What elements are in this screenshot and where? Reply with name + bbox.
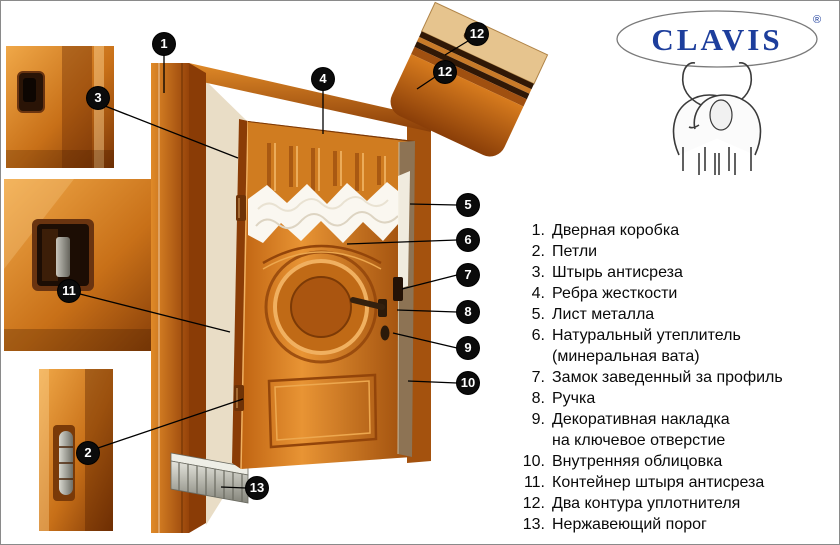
legend-label: Два контура уплотнителя <box>552 495 741 512</box>
legend-item-2: 2. Петли <box>511 241 837 262</box>
callout-2: 2 <box>77 442 99 464</box>
legend-label: Петли <box>552 243 598 260</box>
legend-item-6: 6. Натуральный утеплитель (минеральная ва… <box>511 325 837 367</box>
legend-label: Контейнер штыря антисреза <box>552 474 765 491</box>
legend-label: Декоративная накладка на ключевое отверс… <box>552 411 730 449</box>
insulation-band <box>248 182 412 243</box>
callout-4: 4 <box>312 68 334 90</box>
decorative-circle-molding <box>264 250 378 364</box>
callout-7: 7 <box>457 264 479 286</box>
legend-item-8: 8. Ручка <box>511 388 837 409</box>
legend-number: 5. <box>531 306 545 323</box>
legend-number: 9. <box>531 411 545 428</box>
callout-5: 5 <box>457 194 479 216</box>
door-leaf <box>232 119 415 470</box>
callout-8: 8 <box>457 301 479 323</box>
legend-label: Замок заведенный за профиль <box>552 369 783 386</box>
brand-name: CLAVIS <box>651 22 782 57</box>
callout-6: 6 <box>457 229 479 251</box>
threshold <box>170 452 249 504</box>
legend-number: 11. <box>523 474 545 491</box>
legend-number: 6. <box>531 327 545 344</box>
stiffening-ribs <box>248 122 413 204</box>
legend-item-11: 11. Контейнер штыря антисреза <box>511 472 837 493</box>
legend-number: 7. <box>531 369 545 386</box>
legend-label: Ручка <box>552 390 596 407</box>
legend-item-4: 4. Ребра жесткости <box>511 283 837 304</box>
legend-label: Нержавеющий порог <box>552 516 707 533</box>
legend-item-12: 12. Два контура уплотнителя <box>511 493 837 514</box>
callout-lines <box>79 40 469 489</box>
legend-label: Внутренняя облицовка <box>552 453 723 470</box>
door-handle <box>350 297 387 317</box>
callout-12b: 12 <box>434 61 456 83</box>
legend-number: 2. <box>531 243 545 260</box>
clavis-logo: CLAVIS ® <box>611 5 827 181</box>
legend-item-9: 9. Декоративная накладка на ключевое отве… <box>511 409 837 451</box>
legend-label: Штырь антисреза <box>552 264 683 281</box>
logo-platter-ellipse <box>616 10 818 68</box>
callout-3: 3 <box>87 87 109 109</box>
callout-13: 13 <box>246 477 268 499</box>
legend-item-7: 7. Замок заведенный за профиль <box>511 367 837 388</box>
metal-sheet <box>397 141 415 457</box>
panel-moldings <box>262 244 382 449</box>
legend-number: 3. <box>531 264 545 281</box>
legend-item-5: 5. Лист металла <box>511 304 837 325</box>
clavis-logo-art: CLAVIS ® <box>616 10 821 176</box>
legend-number: 8. <box>531 390 545 407</box>
inset-photo-hinge <box>39 369 113 531</box>
registered-mark: ® <box>813 14 821 26</box>
legend-number: 12. <box>522 495 545 512</box>
legend-label: Дверная коробка <box>552 222 680 239</box>
inset-photo-pin-container <box>4 179 176 351</box>
legend-item-10: 10. Внутренняя облицовка <box>511 451 837 472</box>
callout-1: 1 <box>153 33 175 55</box>
legend-item-13: 13. Нержавеющий порог <box>511 514 837 535</box>
hinge-top <box>236 195 246 221</box>
legend-number: 10. <box>522 453 545 470</box>
legend-number: 4. <box>531 285 545 302</box>
legend-number: 13. <box>522 516 545 533</box>
callout-10: 10 <box>457 372 479 394</box>
legend-label: Натуральный утеплитель (минеральная вата… <box>552 327 741 365</box>
callout-12a: 12 <box>466 23 488 45</box>
hinge-bottom <box>234 385 244 411</box>
lock <box>393 277 403 301</box>
callout-9: 9 <box>457 337 479 359</box>
legend-label: Ребра жесткости <box>552 285 678 302</box>
callout-11: 11 <box>58 280 80 302</box>
legend-label: Лист металла <box>552 306 655 323</box>
elephants-line-art <box>672 62 762 176</box>
legend-item-1: 1. Дверная коробка <box>511 220 837 241</box>
legend-number: 1. <box>531 222 545 239</box>
keyhole-cover <box>380 325 390 341</box>
legend: 1. Дверная коробка 2. Петли 3. Штырь антиср… <box>511 220 837 535</box>
legend-item-3: 3. Штырь антисреза <box>511 262 837 283</box>
